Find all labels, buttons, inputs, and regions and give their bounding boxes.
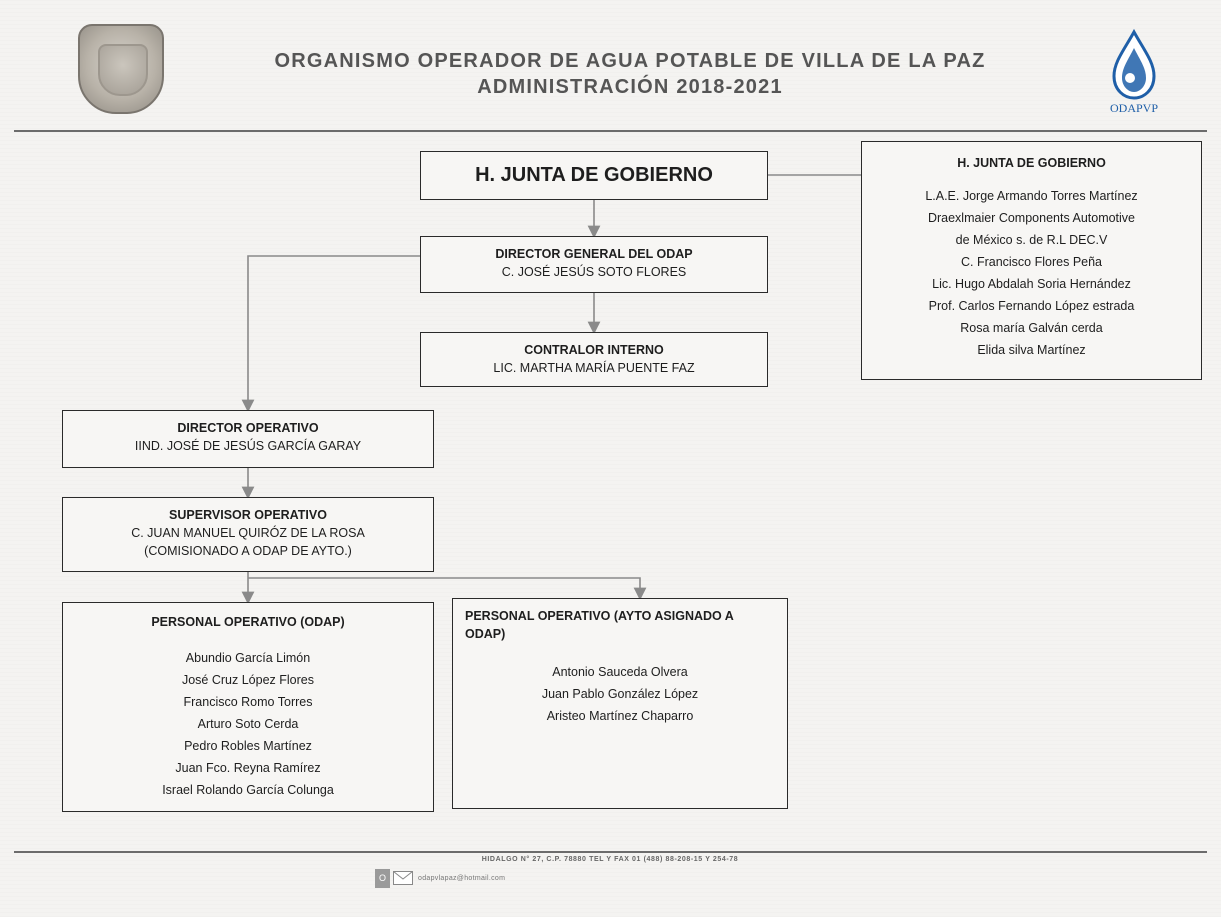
connector-director-to-diroper — [241, 255, 420, 413]
list-item: Lic. Hugo Abdalah Soria Hernández — [932, 277, 1131, 291]
director-operativo-name: IIND. JOSÉ DE JESÚS GARCÍA GARAY — [134, 439, 362, 453]
footer-divider — [14, 851, 1207, 853]
supervisor-title: SUPERVISOR OPERATIVO — [169, 508, 327, 522]
box-junta-members: H. JUNTA DE GOBIERNO L.A.E. Jorge Armand… — [861, 141, 1202, 380]
list-item: José Cruz López Flores — [181, 673, 314, 687]
personal-ayto-list: Antonio Sauceda Olvera Juan Pablo Gonzál… — [465, 661, 775, 727]
personal-odap-list: Abundio García Limón José Cruz López Flo… — [63, 647, 433, 801]
list-item: Pedro Robles Martínez — [184, 739, 312, 753]
box-junta-gobierno: H. JUNTA DE GOBIERNO — [420, 151, 768, 200]
box-contralor-interno: CONTRALOR INTERNO LIC. MARTHA MARÍA PUEN… — [420, 332, 768, 387]
municipal-seal-logo — [78, 24, 164, 114]
list-item: de México s. de R.L DEC.V — [955, 233, 1108, 247]
box-director-operativo: DIRECTOR OPERATIVO IIND. JOSÉ DE JESÚS G… — [62, 410, 434, 468]
junta-label: H. JUNTA DE GOBIERNO — [475, 164, 713, 186]
director-general-name: C. JOSÉ JESÚS SOTO FLORES — [501, 265, 687, 279]
personal-ayto-title: PERSONAL OPERATIVO (AYTO ASIGNADO A ODAP… — [465, 609, 734, 641]
title-line-2: ADMINISTRACIÓN 2018-2021 — [477, 76, 783, 98]
page-title: ORGANISMO OPERADOR DE AGUA POTABLE DE VI… — [250, 48, 1010, 100]
box-director-general: DIRECTOR GENERAL DEL ODAP C. JOSÉ JESÚS … — [420, 236, 768, 293]
footer-email: odapvlapaz@hotmail.com — [418, 874, 506, 882]
list-item: Juan Pablo González López — [541, 687, 699, 701]
odapvp-logo: ODAPVP — [1110, 28, 1158, 115]
list-item: Juan Fco. Reyna Ramírez — [175, 761, 321, 775]
contralor-name: LIC. MARTHA MARÍA PUENTE FAZ — [493, 361, 695, 375]
header-divider — [14, 130, 1207, 132]
supervisor-name: C. JUAN MANUEL QUIRÓZ DE LA ROSA — [131, 526, 365, 540]
outlook-icon: O — [375, 868, 390, 888]
list-item: Francisco Romo Torres — [183, 695, 313, 709]
junta-members-list: L.A.E. Jorge Armando Torres Martínez Dra… — [862, 185, 1201, 361]
personal-odap-title: PERSONAL OPERATIVO (ODAP) — [151, 615, 345, 629]
title-line-1: ORGANISMO OPERADOR DE AGUA POTABLE DE VI… — [274, 50, 986, 72]
list-item: Antonio Sauceda Olvera — [552, 665, 688, 679]
list-item: C. Francisco Flores Peña — [960, 255, 1103, 269]
box-personal-ayto: PERSONAL OPERATIVO (AYTO ASIGNADO A ODAP… — [452, 598, 788, 809]
box-personal-odap: PERSONAL OPERATIVO (ODAP) Abundio García… — [62, 602, 434, 812]
list-item: Arturo Soto Cerda — [197, 717, 299, 731]
list-item: Rosa maría Galván cerda — [960, 321, 1103, 335]
list-item: L.A.E. Jorge Armando Torres Martínez — [925, 189, 1138, 203]
director-operativo-title: DIRECTOR OPERATIVO — [177, 421, 319, 435]
supervisor-note: (COMISIONADO A ODAP DE AYTO.) — [144, 544, 352, 558]
contralor-title: CONTRALOR INTERNO — [524, 343, 664, 357]
list-item: Israel Rolando García Colunga — [162, 783, 334, 797]
junta-members-title: H. JUNTA DE GOBIERNO — [957, 156, 1106, 170]
list-item: Elida silva Martínez — [977, 343, 1086, 357]
list-item: Abundio García Limón — [185, 651, 311, 665]
footer-address: HIDALGO N° 27, C.P. 78880 TEL Y FAX 01 (… — [481, 856, 739, 863]
list-item: Prof. Carlos Fernando López estrada — [928, 299, 1135, 313]
director-general-title: DIRECTOR GENERAL DEL ODAP — [495, 247, 693, 261]
odapvp-logo-text: ODAPVP — [1110, 101, 1158, 115]
box-supervisor-operativo: SUPERVISOR OPERATIVO C. JUAN MANUEL QUIR… — [62, 497, 434, 572]
footer-email-row: O odapvlapaz@hotmail.com — [375, 868, 505, 888]
list-item: Draexlmaier Components Automotive — [927, 211, 1136, 225]
list-item: Aristeo Martínez Chaparro — [546, 709, 694, 723]
envelope-icon — [393, 871, 413, 885]
connector-supervisor-to-ayto — [248, 577, 647, 601]
